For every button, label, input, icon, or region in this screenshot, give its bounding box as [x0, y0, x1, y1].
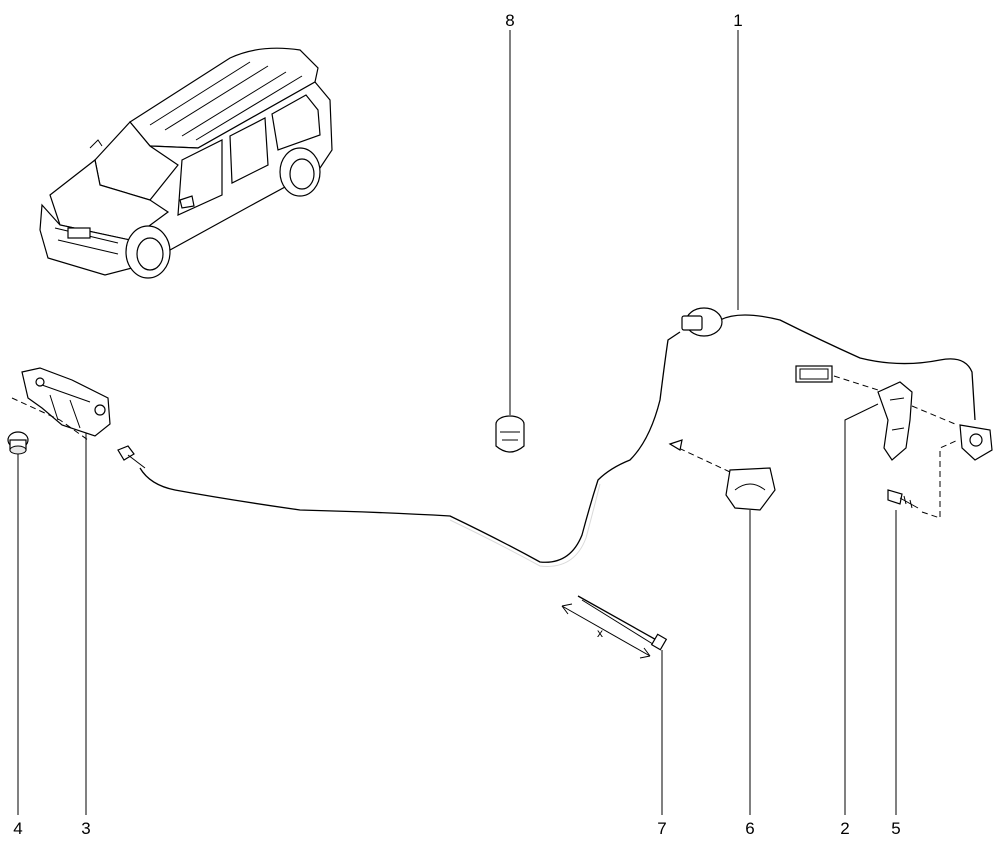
leader-lines	[17, 30, 897, 815]
callout-8: 8	[505, 11, 515, 30]
screw-icon	[887, 439, 959, 519]
callout-4: 4	[13, 819, 23, 838]
callout-5: 5	[891, 819, 901, 838]
callout-3: 3	[81, 819, 91, 838]
gasket-icon	[795, 365, 879, 391]
hood-lock-icon	[11, 367, 111, 441]
bump-stop-8-icon	[495, 415, 525, 453]
callout-2: 2	[840, 819, 850, 838]
dimension-label: x	[597, 626, 603, 640]
clip-icon	[668, 439, 776, 511]
callout-7: 7	[657, 819, 667, 838]
callout-1: 1	[733, 11, 743, 30]
cable-tie-icon	[561, 595, 668, 659]
cable-icon	[117, 307, 993, 567]
bump-stop-icon	[7, 431, 29, 455]
vehicle-icon	[39, 47, 333, 279]
callout-6: 6	[745, 819, 755, 838]
release-handle-icon	[877, 381, 956, 461]
